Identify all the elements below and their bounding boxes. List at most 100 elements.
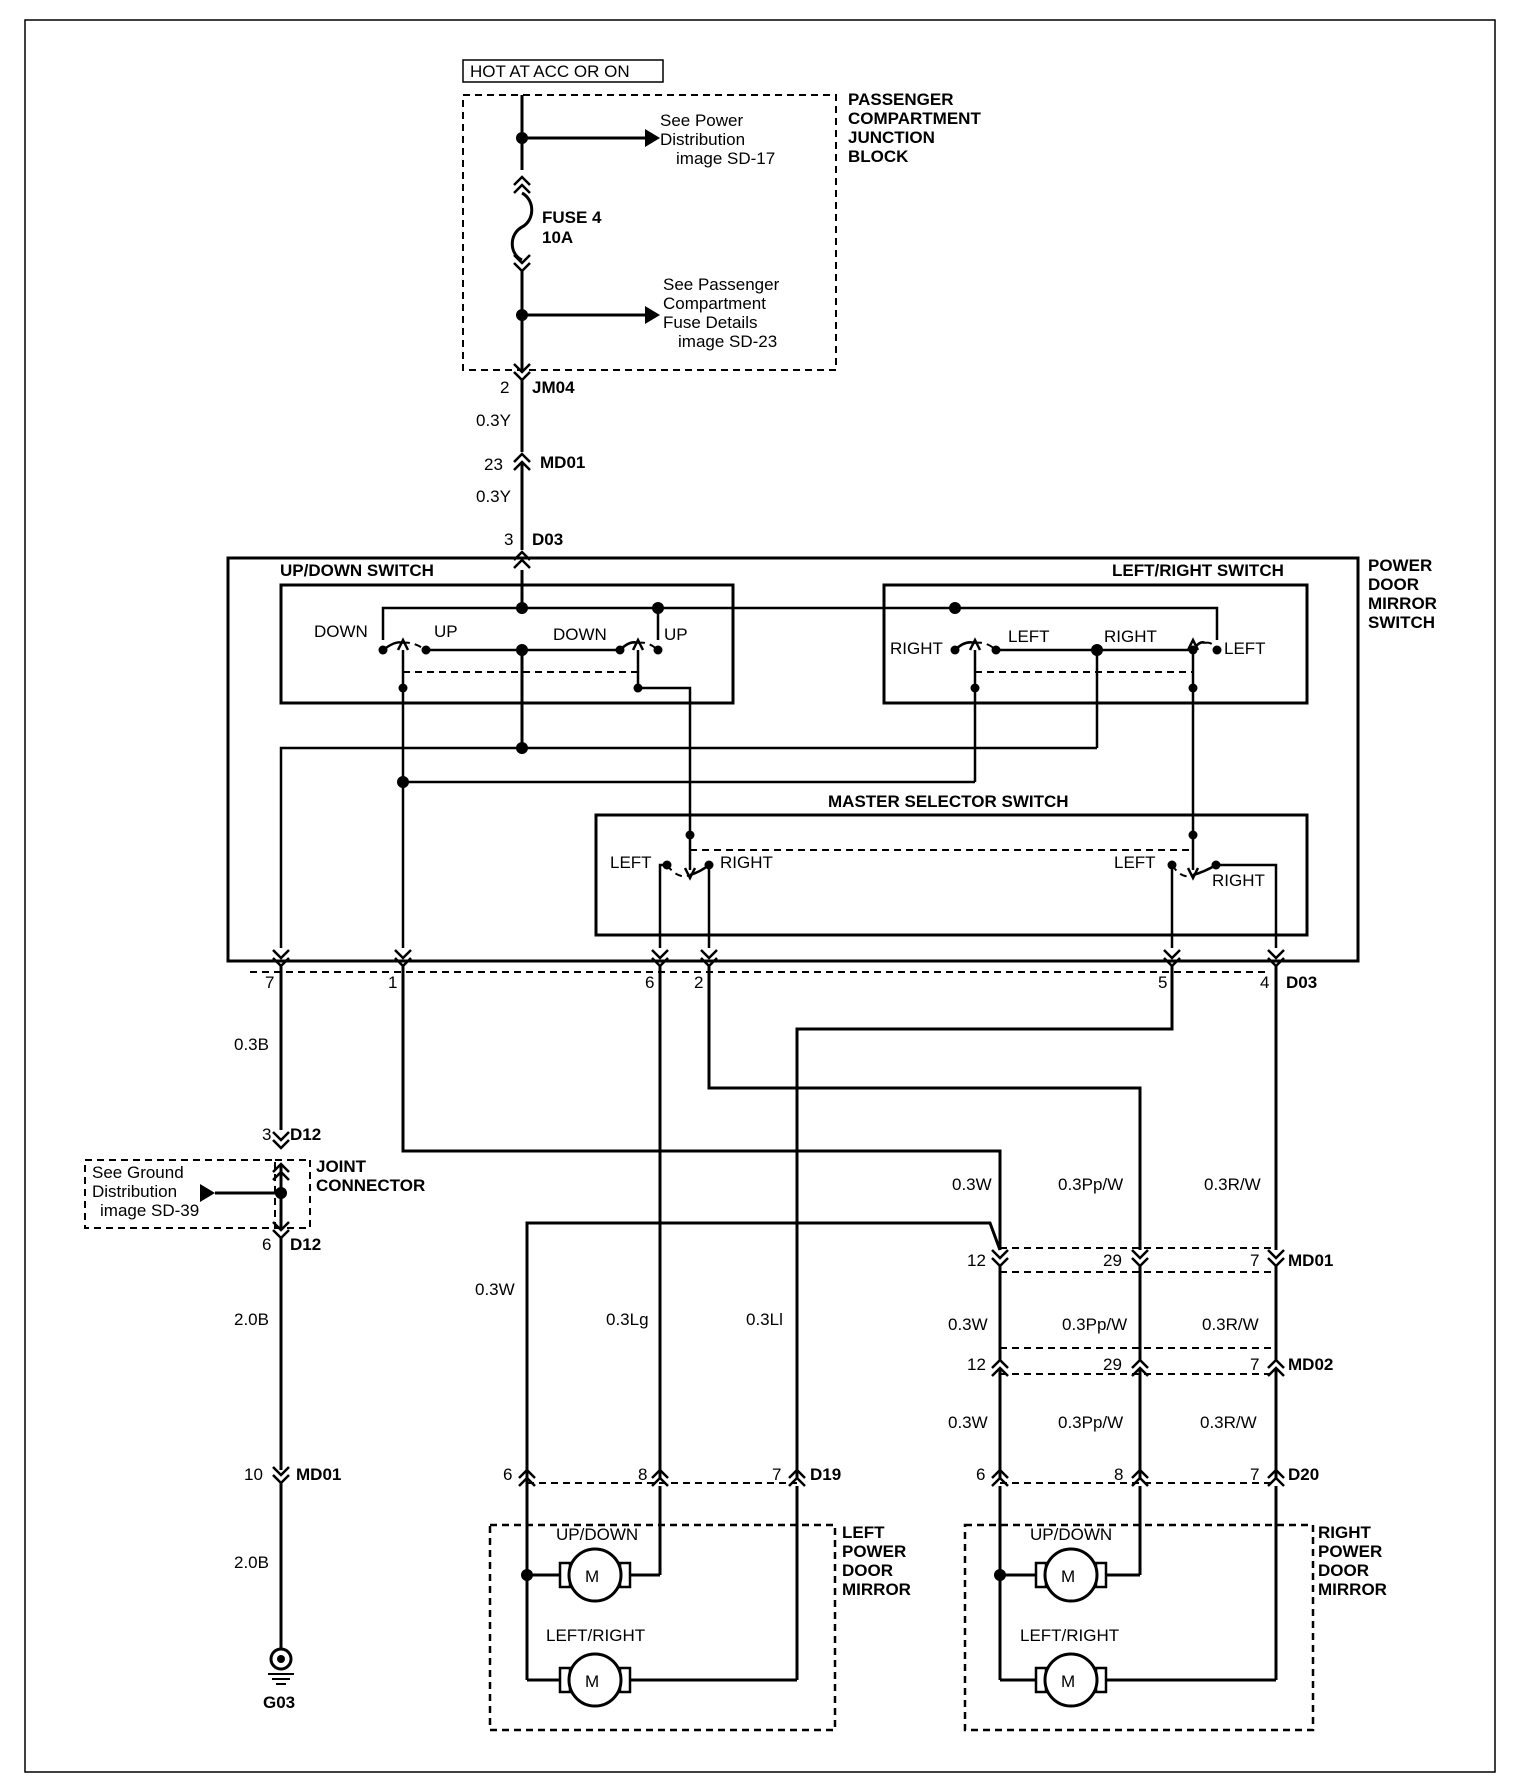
- wire-0.3y: 0.3Y: [476, 411, 511, 430]
- ms-right-label: RIGHT: [720, 853, 773, 872]
- wire-0.3pp-w: 0.3Pp/W: [1058, 1175, 1123, 1194]
- md01-pin-10: 10: [244, 1465, 263, 1484]
- md01-pin-7: 7: [1250, 1251, 1259, 1270]
- junction-block-box: [462, 94, 837, 371]
- d03-pin-5: 5: [1158, 973, 1167, 992]
- md02-label: MD02: [1288, 1355, 1333, 1374]
- d20-label: D20: [1288, 1465, 1319, 1484]
- md01-pin: 23: [484, 455, 503, 474]
- hot-label-box: [462, 59, 664, 83]
- mirror-switch-title: POWER DOOR MIRROR SWITCH: [1368, 556, 1442, 632]
- lr-right-label: RIGHT: [1104, 627, 1157, 646]
- ms-left-label: LEFT: [1114, 853, 1156, 872]
- wire-2.0b: 2.0B: [234, 1553, 269, 1572]
- left-mirror-box: [488, 1523, 837, 1732]
- ms-left-label: LEFT: [610, 853, 652, 872]
- right-mirror-title: RIGHT POWER DOOR MIRROR: [1318, 1523, 1387, 1599]
- ground-icon: [268, 1647, 294, 1685]
- wire-2.0b: 2.0B: [234, 1310, 269, 1329]
- wire-0.3b: 0.3B: [234, 1035, 269, 1054]
- leftright-switch-box: [882, 583, 1309, 705]
- lr-left-label: LEFT: [1008, 627, 1050, 646]
- d20-pin-7: 7: [1250, 1465, 1259, 1484]
- jm04-pin: 2: [500, 378, 509, 397]
- d20-pin-8: 8: [1114, 1465, 1123, 1484]
- d03-label: D03: [532, 530, 563, 549]
- d03-conn-label: D03: [1286, 973, 1317, 992]
- wire-0.3w: 0.3W: [475, 1280, 515, 1299]
- arrow-icon: [200, 1184, 215, 1202]
- leftright-switch-title: LEFT/RIGHT SWITCH: [1112, 561, 1284, 580]
- wire-0.3r-w: 0.3R/W: [1204, 1175, 1261, 1194]
- wire-0.3ll: 0.3Ll: [746, 1310, 783, 1329]
- wire-0.3pp-w: 0.3Pp/W: [1062, 1315, 1127, 1334]
- md01-label: MD01: [1288, 1251, 1333, 1270]
- md01-label: MD01: [540, 453, 585, 472]
- right-updown-motor-m: M: [1061, 1567, 1075, 1586]
- right-leftright-label: LEFT/RIGHT: [1020, 1626, 1119, 1645]
- d12-pin-6: 6: [262, 1235, 271, 1254]
- wire-0.3lg: 0.3Lg: [606, 1310, 649, 1329]
- see-fuse-note: See Passenger Compartment Fuse Details i…: [663, 275, 784, 351]
- left-leftright-motor-icon: [558, 1652, 632, 1708]
- left-leftright-motor-m: M: [585, 1672, 599, 1691]
- jm04-label: JM04: [532, 378, 575, 397]
- wire-0.3w: 0.3W: [948, 1413, 988, 1432]
- md01-label: MD01: [296, 1465, 341, 1484]
- md02-pin-12: 12: [967, 1355, 986, 1374]
- master-selector-box: [594, 813, 1309, 937]
- wire-0.3w: 0.3W: [948, 1315, 988, 1334]
- md02-pin-29: 29: [1103, 1355, 1122, 1374]
- d19-pin-8: 8: [638, 1465, 647, 1484]
- d03-pin: 3: [504, 530, 513, 549]
- left-leftright-label: LEFT/RIGHT: [546, 1626, 645, 1645]
- d12-label: D12: [290, 1125, 321, 1144]
- md01-pin-12: 12: [967, 1251, 986, 1270]
- wire-0.3y: 0.3Y: [476, 487, 511, 506]
- left-updown-motor-m: M: [585, 1567, 599, 1586]
- d03-pin-6: 6: [645, 973, 654, 992]
- arrow-icon: [645, 129, 660, 147]
- see-power-note: See Power Distribution image SD-17: [660, 111, 775, 168]
- right-updown-label: UP/DOWN: [1030, 1525, 1112, 1544]
- left-updown-label: UP/DOWN: [556, 1525, 638, 1544]
- lr-left-label: LEFT: [1224, 639, 1266, 658]
- ground-ref-box: [84, 1159, 276, 1229]
- arrow-icon: [645, 306, 660, 324]
- right-updown-motor-icon: [1034, 1547, 1108, 1603]
- updown-down-label: DOWN: [314, 622, 368, 641]
- master-selector-title: MASTER SELECTOR SWITCH: [828, 792, 1069, 811]
- d20-pin-6: 6: [976, 1465, 985, 1484]
- wire-0.3r-w: 0.3R/W: [1200, 1413, 1257, 1432]
- updown-up-label: UP: [664, 625, 688, 644]
- wire-0.3pp-w: 0.3Pp/W: [1058, 1413, 1123, 1432]
- updown-up-label: UP: [434, 622, 458, 641]
- lr-right-label: RIGHT: [890, 639, 943, 658]
- d12-pin-3: 3: [262, 1125, 271, 1144]
- wire-0.3w: 0.3W: [952, 1175, 992, 1194]
- d03-pin-1: 1: [388, 973, 397, 992]
- d03-pin-4: 4: [1260, 973, 1269, 992]
- mirror-switch-box: [226, 556, 1360, 963]
- right-leftright-motor-m: M: [1061, 1672, 1075, 1691]
- junction-block-label: PASSENGER COMPARTMENT JUNCTION BLOCK: [848, 90, 986, 166]
- joint-connector-label: JOINT CONNECTOR: [316, 1157, 425, 1195]
- d03-pin-7: 7: [265, 973, 274, 992]
- d19-pin-7: 7: [772, 1465, 781, 1484]
- updown-switch-box: [279, 583, 735, 705]
- d19-label: D19: [810, 1465, 841, 1484]
- updown-switch-title: UP/DOWN SWITCH: [280, 561, 434, 580]
- d12-label: D12: [290, 1235, 321, 1254]
- d03-pin-2: 2: [694, 973, 703, 992]
- see-ground-note: See Ground Distribution image SD-39: [92, 1163, 199, 1220]
- g03-label: G03: [263, 1693, 295, 1712]
- fuse-label: FUSE 4 10A: [542, 208, 606, 247]
- fuse-icon: [510, 191, 534, 262]
- right-leftright-motor-icon: [1034, 1652, 1108, 1708]
- hot-label: HOT AT ACC OR ON: [470, 62, 630, 81]
- d19-pin-6: 6: [503, 1465, 512, 1484]
- updown-down-label: DOWN: [553, 625, 607, 644]
- md02-pin-7: 7: [1250, 1355, 1259, 1374]
- ms-right-label: RIGHT: [1212, 871, 1265, 890]
